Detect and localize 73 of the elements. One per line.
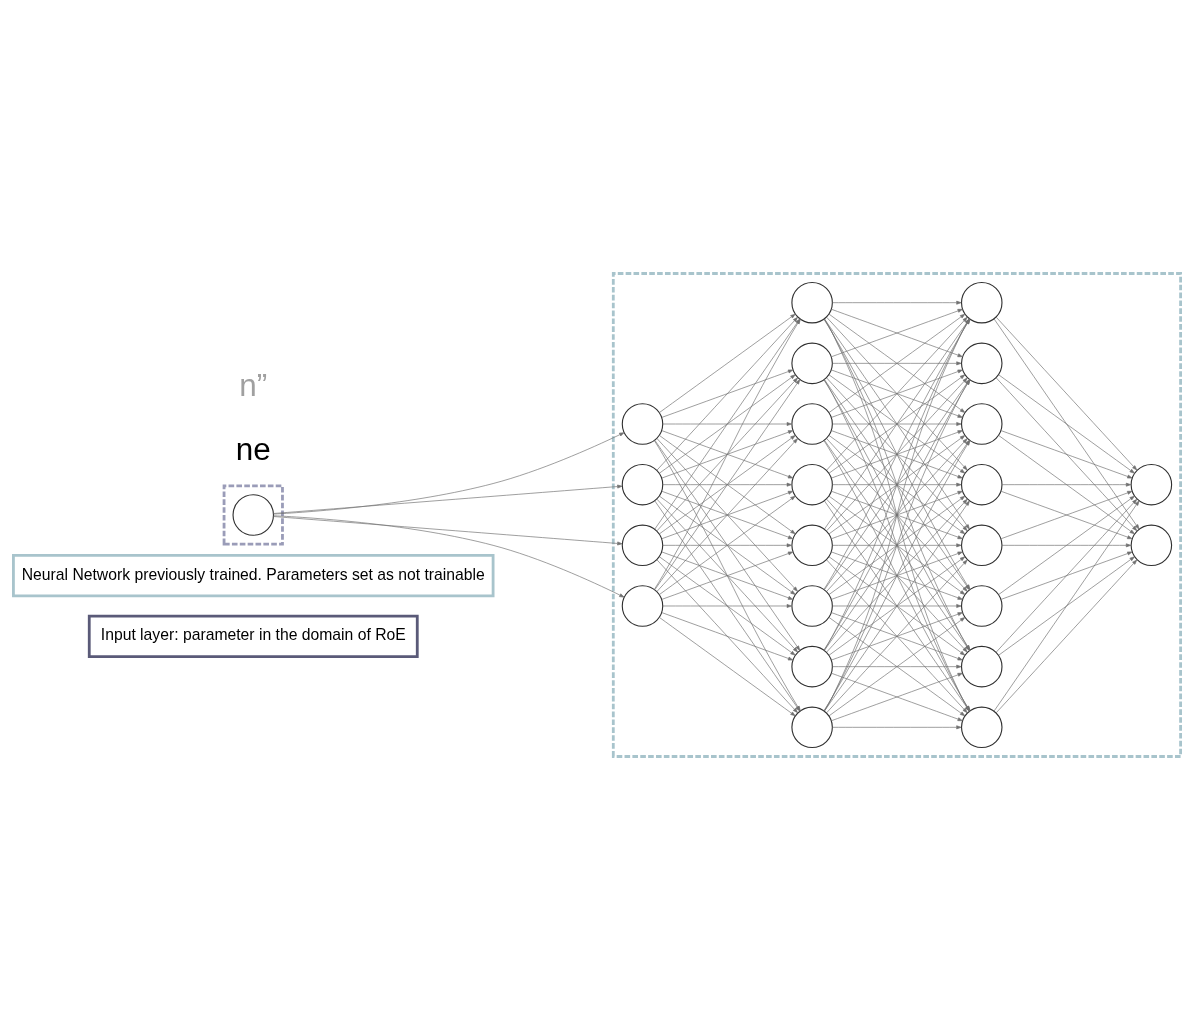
- arrow: [654, 318, 801, 590]
- arrow: [656, 377, 798, 531]
- arrow: [832, 603, 962, 608]
- label: n”: [239, 367, 268, 403]
- arrow: [659, 495, 796, 595]
- arrow: [1000, 551, 1133, 600]
- arrow: [661, 369, 794, 418]
- arrow: [998, 495, 1135, 595]
- arrow: [995, 498, 1138, 652]
- arrow: [659, 434, 796, 534]
- arrow: [832, 664, 962, 669]
- arrow: [662, 421, 792, 426]
- arrow: [654, 439, 801, 651]
- arrow: [998, 373, 1135, 474]
- arrow: [832, 300, 962, 305]
- arrow: [831, 672, 963, 721]
- arrow: [998, 434, 1135, 534]
- arrow: [832, 724, 962, 729]
- arrow: [831, 551, 963, 600]
- arrow: [1000, 429, 1133, 478]
- cluster: [611, 271, 1182, 758]
- arrow: [273, 431, 625, 514]
- arrow: [661, 551, 794, 600]
- arrow: [659, 374, 796, 474]
- arrow: [995, 316, 1138, 470]
- arrow: [659, 555, 796, 655]
- label: ne: [235, 431, 271, 467]
- arrow: [656, 437, 798, 592]
- arrow: [831, 611, 963, 660]
- arrow: [659, 313, 796, 413]
- arrow: [656, 498, 798, 652]
- arrow: [826, 316, 968, 470]
- arrow: [995, 377, 1138, 531]
- node-circle: [621, 524, 664, 566]
- cluster: [222, 483, 284, 546]
- arrow: [654, 378, 801, 590]
- arrow: [662, 542, 792, 547]
- arrow: [1001, 482, 1132, 487]
- arrow: [832, 360, 962, 365]
- arrow: [661, 611, 794, 660]
- arrow: [831, 490, 963, 539]
- arrow: [831, 369, 963, 418]
- arrow: [661, 490, 794, 539]
- arrow: [828, 616, 966, 716]
- arrow: [832, 542, 962, 547]
- arrow: [1001, 542, 1132, 547]
- arrow: [993, 500, 1140, 711]
- arrow: [826, 377, 968, 531]
- arrow: [656, 559, 798, 713]
- arrow: [832, 482, 962, 487]
- arrow: [832, 421, 962, 426]
- arrow: [273, 515, 623, 545]
- arrow: [1000, 490, 1133, 539]
- arrow: [656, 316, 798, 470]
- arrow: [998, 555, 1135, 656]
- node-circle: [232, 493, 275, 536]
- arrow: [995, 559, 1138, 713]
- node-circle: [621, 463, 664, 505]
- arrow: [831, 308, 963, 357]
- arrow: [993, 318, 1140, 529]
- arrow: [831, 429, 963, 478]
- node-box: Input layer: parameter in the domain of RoE: [87, 614, 419, 658]
- arrow: [273, 484, 623, 514]
- arrow: [662, 603, 792, 608]
- arrow: [828, 434, 966, 534]
- arrow: [828, 495, 966, 595]
- arrow: [828, 313, 966, 413]
- arrow: [659, 616, 796, 716]
- arrow: [273, 514, 625, 597]
- arrow: [662, 482, 792, 487]
- arrow: [654, 318, 801, 529]
- node-box: Neural Network previously trained. Parameters set as not trainable: [12, 553, 495, 597]
- arrow: [661, 429, 794, 478]
